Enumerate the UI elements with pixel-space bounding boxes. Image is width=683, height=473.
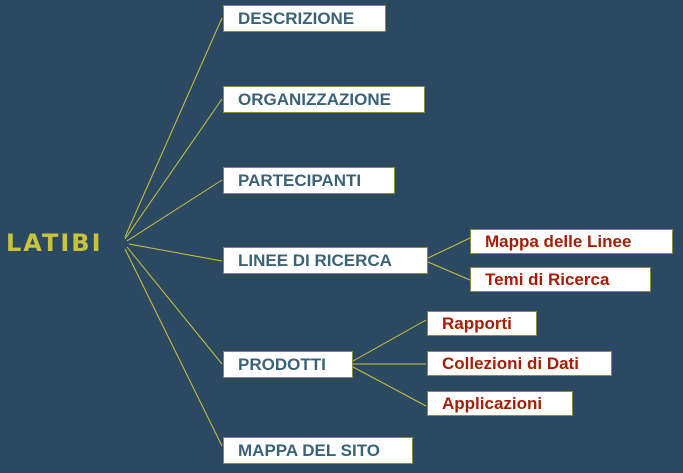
node-temi-di-ricerca[interactable]: Temi di Ricerca [470,267,651,292]
connector-root-prodotti [126,246,223,365]
node-descrizione[interactable]: DESCRIZIONE [223,5,386,32]
root-node-latibi: LATIBI [6,229,103,257]
connector-root-descrizione [124,17,223,238]
connector-root-partecipanti [126,179,223,242]
connector-linee-mappa-linee [427,237,471,259]
node-collezioni-di-dati[interactable]: Collezioni di Dati [427,351,612,376]
node-rapporti[interactable]: Rapporti [427,311,537,336]
connector-root-mappa-sito [124,248,223,447]
connector-root-linee [128,243,223,262]
connector-root-organizzazione [124,98,223,240]
node-prodotti[interactable]: PRODOTTI [223,351,353,378]
node-organizzazione[interactable]: ORGANIZZAZIONE [223,86,425,113]
node-linee-di-ricerca[interactable]: LINEE DI RICERCA [223,247,428,274]
node-applicazioni[interactable]: Applicazioni [427,391,573,416]
node-mappa-delle-linee[interactable]: Mappa delle Linee [470,229,673,254]
node-partecipanti[interactable]: PARTECIPANTI [223,167,395,194]
connector-prodotti-rapporti [352,319,427,362]
node-mappa-del-sito[interactable]: MAPPA DEL SITO [223,437,413,464]
connector-linee-temi [427,261,471,281]
connector-prodotti-applicazioni [352,366,427,407]
